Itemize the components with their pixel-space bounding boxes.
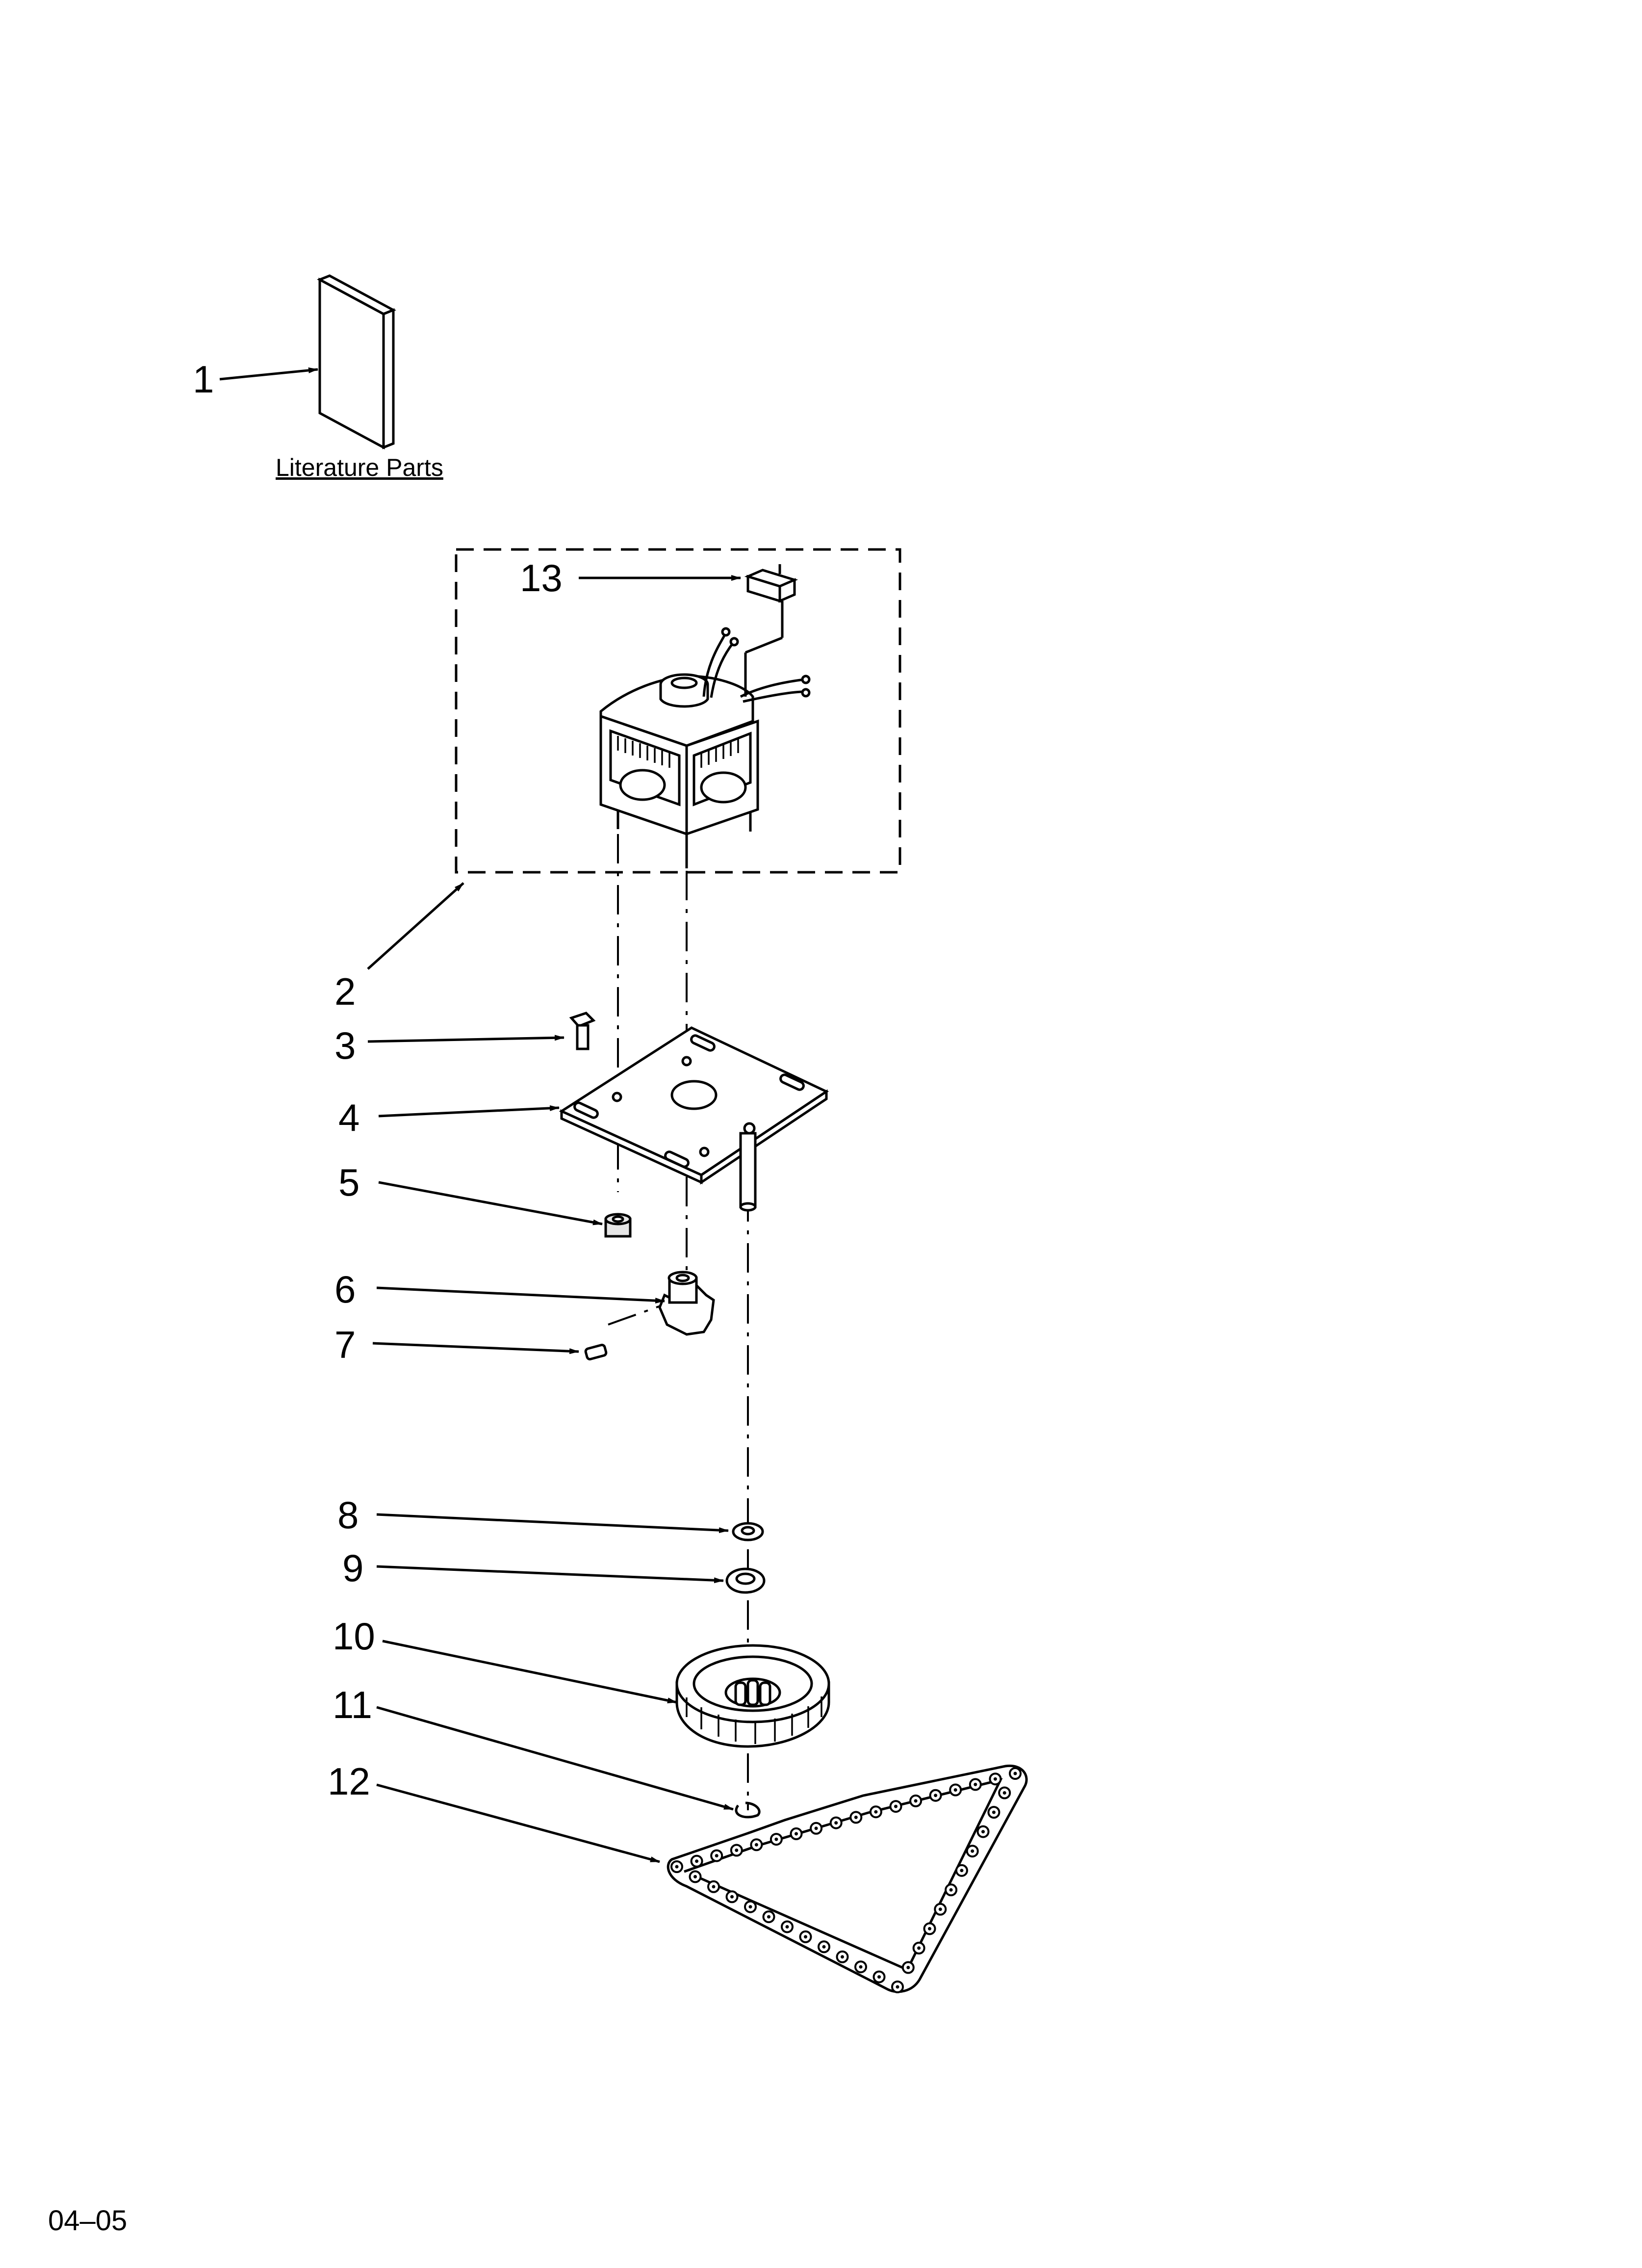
callout-10: 10: [333, 1615, 375, 1658]
chain-pin: [917, 1946, 921, 1950]
chain-pin: [874, 1810, 878, 1814]
motor-assembly-outline: [455, 548, 901, 874]
motor-mount-plate: [559, 1026, 829, 1212]
chain-pin: [774, 1837, 778, 1841]
chain-pin: [693, 1875, 697, 1878]
callout-1: 1: [193, 358, 214, 401]
chain-pin: [754, 1843, 758, 1847]
leader-lines: [219, 367, 741, 1863]
set-screw: [584, 1344, 608, 1360]
chain-pin: [695, 1859, 699, 1863]
callout-9: 9: [342, 1546, 363, 1590]
drive-sprocket: [675, 1644, 830, 1748]
chain-pin: [712, 1885, 716, 1889]
chain-pin: [992, 1810, 996, 1814]
chain-pin: [735, 1849, 739, 1852]
chain-pin: [1013, 1772, 1017, 1775]
chain-links: [670, 1767, 1022, 1993]
callout-11: 11: [333, 1683, 372, 1726]
chain-pin: [938, 1907, 942, 1911]
chain-pin: [804, 1935, 807, 1939]
mounting-bolt: [569, 1012, 596, 1050]
callout-6: 6: [334, 1268, 356, 1311]
chain-pin: [953, 1788, 957, 1792]
callout-13: 13: [520, 556, 563, 600]
chain-pin: [993, 1777, 997, 1781]
chain-pin: [767, 1915, 770, 1919]
washer-large: [725, 1567, 766, 1594]
chain-pin: [981, 1830, 985, 1834]
chain-pin: [854, 1815, 858, 1819]
callout-5: 5: [338, 1161, 359, 1204]
chain-pin: [960, 1869, 964, 1873]
chain-pin: [814, 1826, 818, 1830]
chain-pin: [715, 1854, 718, 1858]
chain-pin: [894, 1804, 898, 1808]
motor-switch: [744, 564, 798, 638]
chain-pin: [914, 1799, 918, 1803]
chain-pin: [906, 1966, 910, 1969]
callout-3: 3: [334, 1024, 356, 1067]
hex-nut: [604, 1213, 632, 1238]
chain-pin: [896, 1985, 899, 1989]
callout-12: 12: [328, 1760, 370, 1803]
pinion-gear: [658, 1271, 715, 1336]
chain-pin: [974, 1782, 977, 1786]
callout-8: 8: [337, 1493, 359, 1537]
chain-pin: [859, 1965, 863, 1969]
chain-pin: [934, 1794, 938, 1798]
chain-pin: [822, 1945, 826, 1949]
chain-pin: [877, 1975, 881, 1979]
chain-pin: [949, 1888, 953, 1892]
chain-pin: [971, 1849, 975, 1853]
chain-pin: [748, 1905, 752, 1909]
chain-pin: [841, 1955, 844, 1959]
chain-pin: [785, 1925, 789, 1929]
literature-booklet: [317, 274, 396, 450]
callout-4: 4: [338, 1096, 359, 1139]
washer-small: [732, 1522, 764, 1541]
literature-parts-label: Literature Parts: [276, 454, 443, 481]
chain-pin: [795, 1832, 798, 1836]
callout-2: 2: [334, 970, 356, 1013]
chain-pin: [730, 1895, 734, 1899]
chain-pin: [1002, 1791, 1006, 1795]
chain-pin: [928, 1927, 931, 1930]
callout-7: 7: [334, 1323, 356, 1366]
chain-pin: [834, 1821, 838, 1825]
chain-pin: [675, 1865, 679, 1869]
retaining-clip: [735, 1801, 761, 1819]
page-code: 04–05: [48, 2205, 127, 2237]
drive-motor: [599, 627, 811, 868]
